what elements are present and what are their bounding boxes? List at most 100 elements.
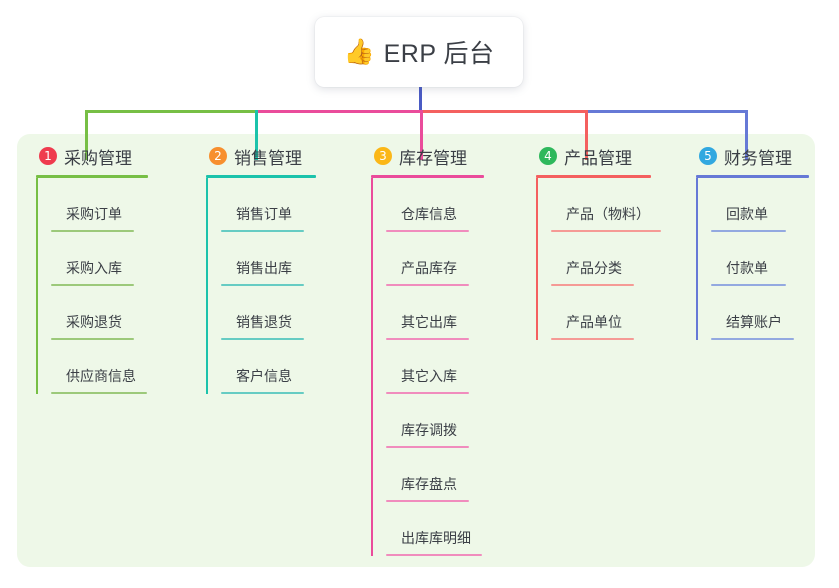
leaf-item[interactable]: 采购订单 — [51, 178, 186, 232]
leaf-underline — [551, 338, 634, 340]
branch-column-1: 1 采购管理采购订单采购入库采购退货供应商信息 — [36, 143, 186, 394]
leaf-underline — [386, 500, 469, 502]
root-title: ERP 后台 — [383, 40, 495, 68]
bus-segment-3 — [420, 110, 588, 113]
leaf-label: 产品分类 — [566, 260, 622, 276]
leaf-item[interactable]: 产品分类 — [551, 232, 706, 286]
leaf-underline — [51, 392, 147, 394]
leaf-list-1: 采购订单采购入库采购退货供应商信息 — [36, 178, 186, 394]
branch-title-5: 财务管理 — [724, 148, 792, 168]
branch-header-1[interactable]: 1 采购管理 — [36, 143, 186, 169]
branch-number-badge-1: 1 — [39, 147, 57, 165]
branch-column-3: 3 库存管理仓库信息产品库存其它出库其它入库库存调拨库存盘点出库库明细 — [371, 143, 531, 556]
leaf-item[interactable]: 产品库存 — [386, 232, 531, 286]
leaf-spine-4 — [536, 178, 538, 340]
leaf-label: 回款单 — [726, 206, 768, 222]
branch-header-3[interactable]: 3 库存管理 — [371, 143, 531, 169]
leaf-item[interactable]: 仓库信息 — [386, 178, 531, 232]
branch-number-badge-2: 2 — [209, 147, 227, 165]
bus-segment-1 — [85, 110, 258, 113]
branch-title-1: 采购管理 — [64, 148, 132, 168]
branch-underline-3 — [371, 175, 484, 178]
branch-number-badge-3: 3 — [374, 147, 392, 165]
leaf-item[interactable]: 回款单 — [711, 178, 839, 232]
branch-underline-1 — [36, 175, 148, 178]
leaf-spine-3 — [371, 178, 373, 556]
branch-drop-1 — [85, 110, 88, 160]
branch-drop-5 — [745, 110, 748, 160]
leaf-underline — [386, 392, 469, 394]
leaf-spine-1 — [36, 178, 38, 394]
branch-column-5: 5 财务管理回款单付款单结算账户 — [696, 143, 839, 340]
branch-title-3: 库存管理 — [399, 148, 467, 168]
leaf-item[interactable]: 其它出库 — [386, 286, 531, 340]
branch-drop-4 — [585, 110, 588, 160]
branch-underline-5 — [696, 175, 809, 178]
leaf-underline — [386, 284, 469, 286]
root-node[interactable]: 👍 ERP 后台 — [315, 17, 523, 87]
leaf-item[interactable]: 供应商信息 — [51, 340, 186, 394]
leaf-underline — [221, 338, 304, 340]
leaf-label: 销售订单 — [236, 206, 292, 222]
branch-underline-2 — [206, 175, 316, 178]
branch-underline-4 — [536, 175, 651, 178]
leaf-item[interactable]: 产品单位 — [551, 286, 706, 340]
leaf-underline — [386, 230, 469, 232]
leaf-label: 库存调拨 — [401, 422, 457, 438]
leaf-label: 产品单位 — [566, 314, 622, 330]
leaf-item[interactable]: 出库库明细 — [386, 502, 531, 556]
leaf-label: 出库库明细 — [401, 530, 471, 546]
leaf-item[interactable]: 销售出库 — [221, 232, 356, 286]
branch-column-2: 2 销售管理销售订单销售出库销售退货客户信息 — [206, 143, 356, 394]
leaf-label: 采购订单 — [66, 206, 122, 222]
branch-drop-3 — [420, 110, 423, 160]
leaf-item[interactable]: 其它入库 — [386, 340, 531, 394]
leaf-item[interactable]: 结算账户 — [711, 286, 839, 340]
leaf-item[interactable]: 产品（物料） — [551, 178, 706, 232]
leaf-underline — [51, 230, 134, 232]
leaf-underline — [711, 230, 786, 232]
leaf-underline — [221, 392, 304, 394]
leaf-label: 结算账户 — [726, 314, 782, 330]
branch-number-badge-4: 4 — [539, 147, 557, 165]
bus-segment-2 — [255, 110, 423, 113]
leaf-label: 客户信息 — [236, 368, 292, 384]
leaf-underline — [551, 284, 634, 286]
bus-segment-4 — [585, 110, 748, 113]
leaf-item[interactable]: 客户信息 — [221, 340, 356, 394]
leaf-underline — [51, 338, 134, 340]
leaf-label: 产品（物料） — [566, 206, 650, 222]
leaf-item[interactable]: 付款单 — [711, 232, 839, 286]
leaf-item[interactable]: 库存盘点 — [386, 448, 531, 502]
leaf-label: 其它出库 — [401, 314, 457, 330]
leaf-item[interactable]: 采购入库 — [51, 232, 186, 286]
leaf-item[interactable]: 销售订单 — [221, 178, 356, 232]
branches-panel — [17, 134, 815, 567]
leaf-list-2: 销售订单销售出库销售退货客户信息 — [206, 178, 356, 394]
leaf-item[interactable]: 库存调拨 — [386, 394, 531, 448]
leaf-underline — [386, 338, 469, 340]
leaf-underline — [711, 338, 794, 340]
leaf-item[interactable]: 销售退货 — [221, 286, 356, 340]
branch-header-2[interactable]: 2 销售管理 — [206, 143, 356, 169]
leaf-list-3: 仓库信息产品库存其它出库其它入库库存调拨库存盘点出库库明细 — [371, 178, 531, 556]
leaf-underline — [221, 284, 304, 286]
leaf-label: 付款单 — [726, 260, 768, 276]
branch-title-2: 销售管理 — [234, 148, 302, 168]
leaf-label: 采购入库 — [66, 260, 122, 276]
leaf-label: 其它入库 — [401, 368, 457, 384]
branch-header-5[interactable]: 5 财务管理 — [696, 143, 839, 169]
leaf-underline — [51, 284, 134, 286]
leaf-list-5: 回款单付款单结算账户 — [696, 178, 839, 340]
leaf-underline — [386, 554, 482, 556]
leaf-underline — [386, 446, 469, 448]
leaf-item[interactable]: 采购退货 — [51, 286, 186, 340]
branch-number-badge-5: 5 — [699, 147, 717, 165]
leaf-spine-2 — [206, 178, 208, 394]
leaf-label: 销售退货 — [236, 314, 292, 330]
leaf-label: 销售出库 — [236, 260, 292, 276]
branch-drop-2 — [255, 110, 258, 160]
